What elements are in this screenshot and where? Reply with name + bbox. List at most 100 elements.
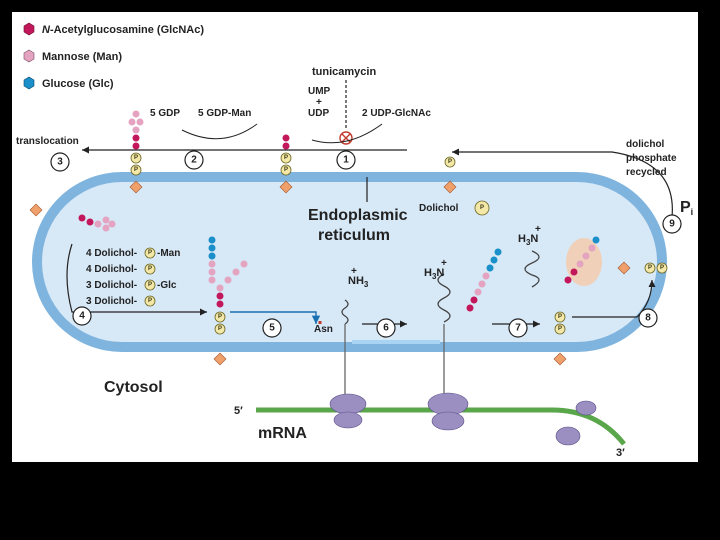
step4-arrow <box>66 243 207 316</box>
svg-text:P: P <box>558 314 562 320</box>
recycled-label-1: dolichol <box>626 139 665 150</box>
h3n-label-2: H3N <box>424 267 444 281</box>
dolichol-anchor-3: P <box>443 156 457 194</box>
step8-arrow <box>572 279 656 318</box>
nh3-plus-2: + <box>441 258 447 269</box>
step-1-badge: 1 <box>336 150 356 170</box>
diagram-canvas: N-Acetylglucosamine (GlcNAc) Mannose (Ma… <box>12 12 698 462</box>
oligosaccharide-chain-top-mid <box>282 134 290 150</box>
svg-text:P: P <box>134 155 138 161</box>
dolichol-line-1: 4 Dolichol- <box>86 248 137 259</box>
ump-label: UMP <box>308 86 331 97</box>
svg-text:P: P <box>660 265 664 271</box>
svg-text:6: 6 <box>383 323 389 334</box>
dolichol-line-4: 3 Dolichol- <box>86 296 137 307</box>
udp-arrow <box>311 123 383 144</box>
dolichol-line-2: 4 Dolichol- <box>86 264 137 275</box>
gdp-man-label: 5 GDP-Man <box>198 108 251 119</box>
dolichol-line-3: 3 Dolichol- <box>86 280 137 291</box>
dolichol-label: Dolichol <box>419 203 459 214</box>
recycled-label-3: recycled <box>626 167 667 178</box>
step-2-badge: 2 <box>184 150 204 170</box>
svg-text:P: P <box>648 265 652 271</box>
h3n-label-3: H3N <box>518 233 538 247</box>
svg-text:1: 1 <box>343 155 349 166</box>
gdp-arrow <box>181 123 258 140</box>
oligosaccharide-chain-trimmed <box>564 236 602 286</box>
translocation-label: translocation <box>16 136 79 147</box>
polypeptide-chain-3 <box>524 250 540 288</box>
oligosaccharide-chain-full <box>208 236 248 308</box>
svg-text:P: P <box>134 167 138 173</box>
step-6-badge: 6 <box>376 318 396 338</box>
mannose-hexagon-icon <box>23 49 35 63</box>
asn-label: Asn <box>314 324 333 335</box>
cytosol-label: Cytosol <box>104 379 163 396</box>
dolichol-list: 4 Dolichol- P -Man 4 Dolichol- P 3 Dolic… <box>86 247 180 307</box>
translocon-pore <box>352 340 440 344</box>
svg-text:P: P <box>284 167 288 173</box>
nh3-label-1: NH3 <box>348 275 369 289</box>
step-3-badge: 3 <box>50 152 70 172</box>
dolichol-anchor-1: P P <box>129 152 143 194</box>
udp-label: UDP <box>308 108 329 119</box>
transfer-arrow <box>230 311 321 324</box>
ribosome-1 <box>329 393 367 429</box>
svg-text:P: P <box>148 250 152 256</box>
legend-mannose: Mannose (Man) <box>42 51 122 63</box>
step-9-badge: 9 <box>662 214 682 234</box>
svg-text:9: 9 <box>669 219 675 230</box>
recycled-label-2: phosphate <box>626 153 677 164</box>
legend-glcnac: N-Acetylglucosamine (GlcNAc) <box>42 24 204 36</box>
dolichol-anchor-7: P P <box>617 261 668 275</box>
svg-text:5: 5 <box>269 323 275 334</box>
svg-text:P: P <box>480 205 484 211</box>
tunicamycin-label: tunicamycin <box>312 66 376 78</box>
svg-text:3: 3 <box>57 157 63 168</box>
pi-label: Pi <box>680 199 693 217</box>
mrna-label: mRNA <box>258 425 307 442</box>
er-label-1: Endoplasmic <box>308 207 408 224</box>
legend: N-Acetylglucosamine (GlcNAc) Mannose (Ma… <box>23 22 204 90</box>
svg-text:P: P <box>448 159 452 165</box>
ribosome-3 <box>555 400 597 446</box>
er-lumen <box>42 182 657 342</box>
dolichol-line-3-glc: -Glc <box>157 280 177 291</box>
plus-label: + <box>316 97 322 108</box>
phosphate-icon: P <box>474 200 490 216</box>
step-4-badge: 4 <box>72 306 92 326</box>
step-5-badge: 5 <box>262 318 282 338</box>
oligosaccharide-chain-flipped <box>78 214 116 232</box>
gdp-label: 5 GDP <box>150 108 180 119</box>
dolichol-anchor-6: P P <box>553 311 567 366</box>
dolichol-anchor-4 <box>29 203 43 217</box>
er-label-2: reticulum <box>318 227 390 244</box>
mrna-strand <box>256 407 626 446</box>
glcnac-hexagon-icon <box>23 22 35 36</box>
glycosylation-diagram: N-Acetylglucosamine (GlcNAc) Mannose (Ma… <box>16 22 693 459</box>
step-8-badge: 8 <box>638 308 658 328</box>
svg-text:P: P <box>148 298 152 304</box>
svg-text:7: 7 <box>515 323 521 334</box>
oligosaccharide-chain-transferred <box>466 248 502 312</box>
svg-text:P: P <box>218 314 222 320</box>
svg-text:P: P <box>284 155 288 161</box>
svg-text:P: P <box>148 266 152 272</box>
ribosome-2 <box>427 392 469 431</box>
oligosaccharide-chain-top-left <box>128 110 144 150</box>
svg-text:2: 2 <box>191 155 197 166</box>
legend-glucose: Glucose (Glc) <box>42 78 114 90</box>
svg-text:P: P <box>218 326 222 332</box>
mrna-3prime: 3′ <box>616 447 625 459</box>
svg-text:P: P <box>558 326 562 332</box>
dolichol-anchor-5: P P <box>213 311 227 366</box>
nh3-plus-3: + <box>535 224 541 235</box>
nh3-plus-1: + <box>351 266 357 277</box>
dolichol-anchor-2: P P <box>279 152 293 194</box>
svg-text:4: 4 <box>79 311 85 322</box>
recycle-arrow <box>452 148 673 218</box>
mrna-5prime: 5′ <box>234 405 243 417</box>
svg-text:8: 8 <box>645 313 651 324</box>
svg-text:P: P <box>148 282 152 288</box>
glucose-hexagon-icon <box>23 76 35 90</box>
